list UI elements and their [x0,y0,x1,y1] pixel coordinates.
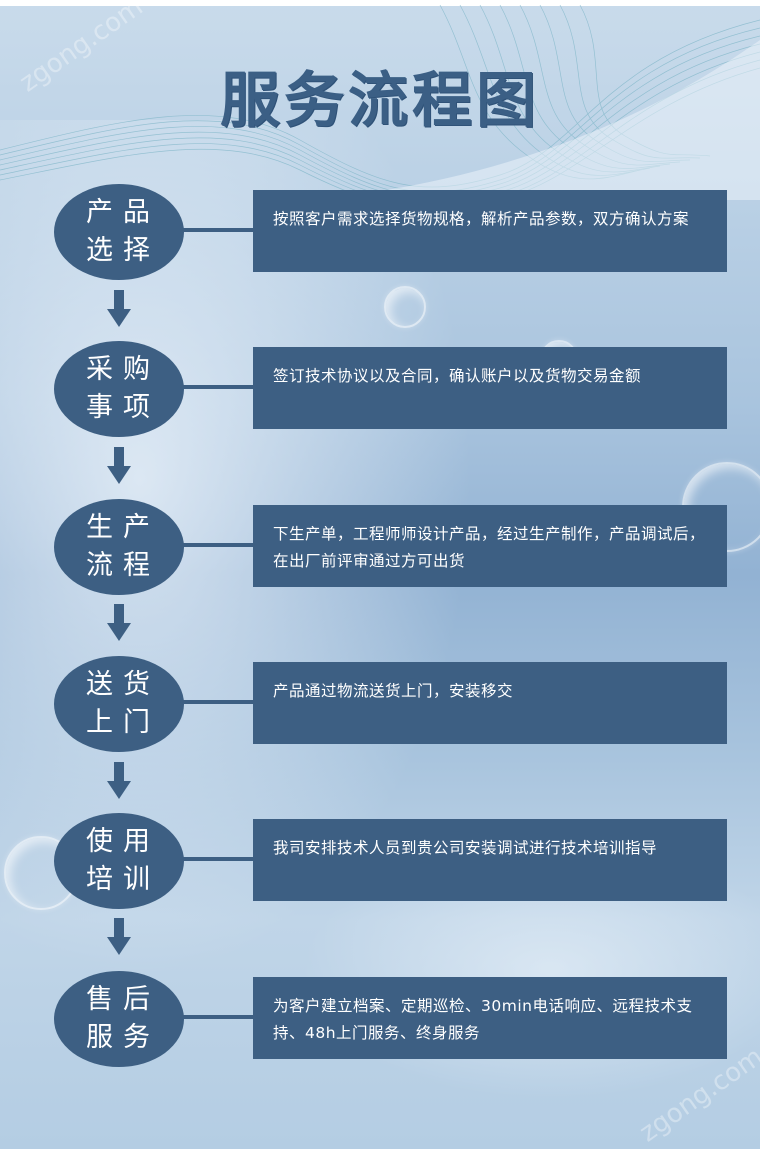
bubble-decoration [384,286,426,328]
connector-line [182,228,254,232]
step-label-oval: 生产 流程 [54,499,184,595]
step-label-line2: 流程 [86,550,160,581]
connector-line [182,700,254,704]
step-label-line1: 产品 [86,197,160,228]
step-label-line2: 事项 [86,392,160,423]
arrow-down-icon [107,762,131,802]
step-label-line2: 选择 [86,235,160,266]
step-label-oval: 送货 上门 [54,656,184,752]
step-label-line2: 上门 [86,707,160,738]
connector-line [182,857,254,861]
step-label-line1: 生产 [86,512,160,543]
step-description-box: 产品通过物流送货上门，安装移交 [253,662,727,744]
flow-step-training: 使用 培训 我司安排技术人员到贵公司安装调试进行技术培训指导 [0,813,760,913]
step-description-box: 我司安排技术人员到贵公司安装调试进行技术培训指导 [253,819,727,901]
step-label-oval: 采购 事项 [54,341,184,437]
step-description-box: 为客户建立档案、定期巡检、30min电话响应、远程技术支持、48h上门服务、终身… [253,977,727,1059]
step-description-box: 下生产单，工程师师设计产品，经过生产制作，产品调试后，在出厂前评审通过方可出货 [253,505,727,587]
step-description-box: 按照客户需求选择货物规格，解析产品参数，双方确认方案 [253,190,727,272]
step-label-line2: 服务 [86,1022,160,1053]
step-label-line2: 培训 [86,864,160,895]
arrow-down-icon [107,918,131,958]
step-label-line1: 售后 [86,984,160,1015]
step-label-oval: 使用 培训 [54,813,184,909]
step-label-line1: 采购 [86,354,160,385]
arrow-down-icon [107,447,131,487]
step-description-box: 签订技术协议以及合同，确认账户以及货物交易金额 [253,347,727,429]
flow-step-product-selection: 产品 选择 按照客户需求选择货物规格，解析产品参数，双方确认方案 [0,184,760,284]
connector-line [182,1015,254,1019]
flow-step-after-sales: 售后 服务 为客户建立档案、定期巡检、30min电话响应、远程技术支持、48h上… [0,971,760,1071]
flow-step-production: 生产 流程 下生产单，工程师师设计产品，经过生产制作，产品调试后，在出厂前评审通… [0,499,760,599]
step-label-line1: 使用 [86,826,160,857]
step-label-oval: 产品 选择 [54,184,184,280]
step-label-line1: 送货 [86,669,160,700]
flow-step-delivery: 送货 上门 产品通过物流送货上门，安装移交 [0,656,760,756]
arrow-down-icon [107,290,131,330]
connector-line [182,385,254,389]
top-band [0,0,760,6]
flow-step-procurement: 采购 事项 签订技术协议以及合同，确认账户以及货物交易金额 [0,341,760,441]
page-title: 服务流程图 [220,66,540,136]
step-label-oval: 售后 服务 [54,971,184,1067]
arrow-down-icon [107,604,131,644]
connector-line [182,543,254,547]
